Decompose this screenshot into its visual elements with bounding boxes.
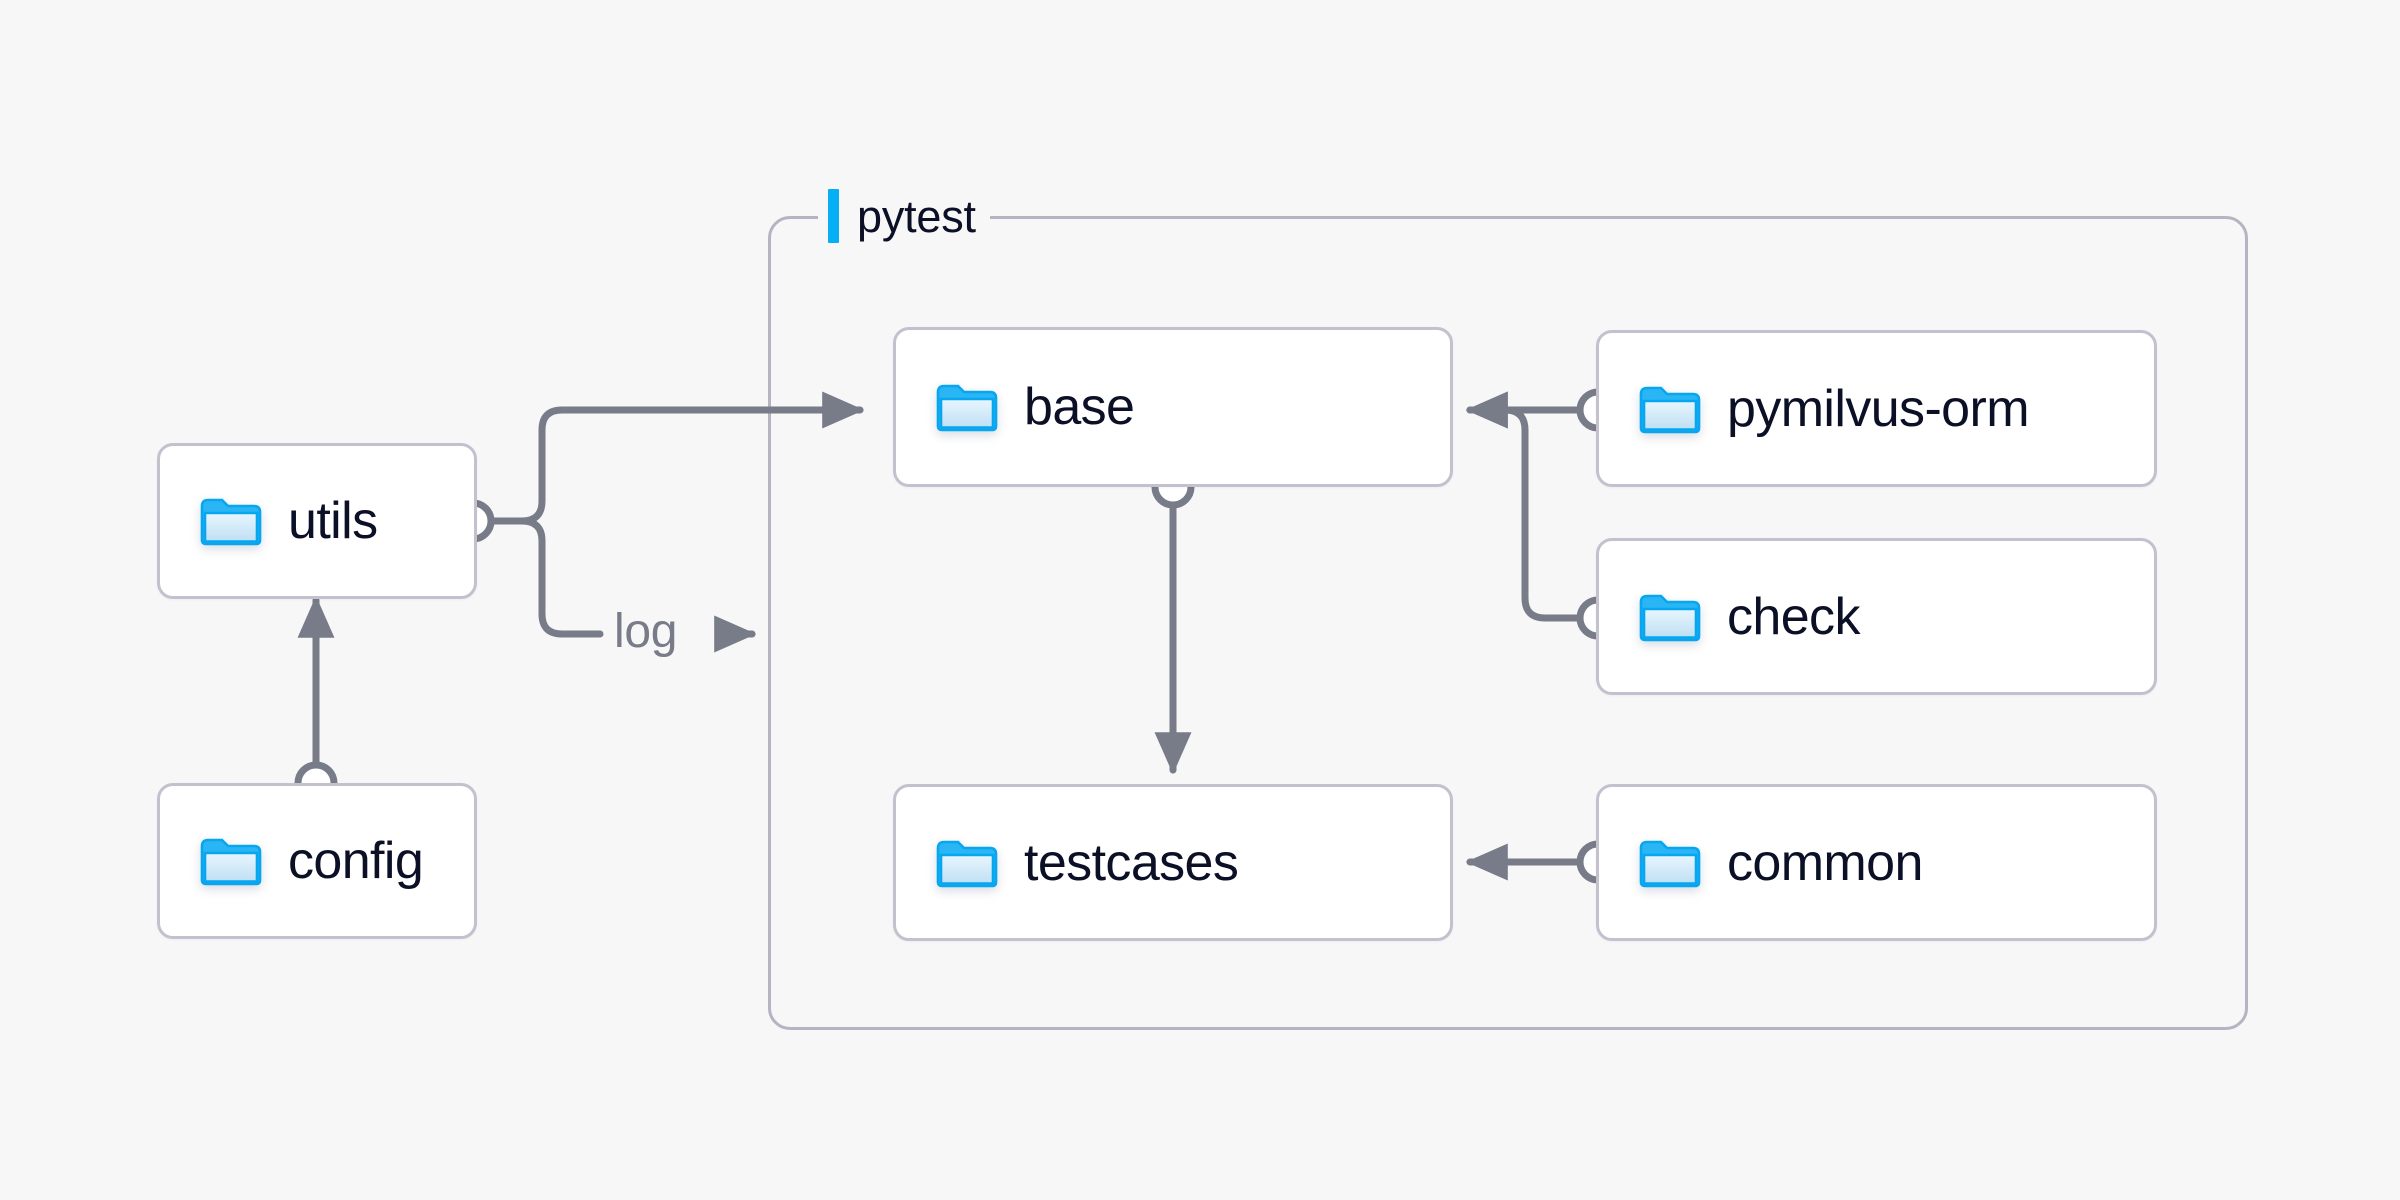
node-label: pymilvus-orm bbox=[1727, 379, 2030, 438]
group-container-pytest[interactable] bbox=[768, 216, 2248, 1030]
node-utils[interactable]: utils bbox=[157, 443, 477, 599]
node-label: base bbox=[1024, 378, 1135, 436]
group-label-pytest[interactable]: pytest bbox=[818, 187, 990, 245]
folder-icon bbox=[200, 838, 262, 886]
node-base-content: base bbox=[896, 378, 1135, 436]
group-label-text: pytest bbox=[857, 190, 976, 242]
node-testcases-content: testcases bbox=[896, 833, 1239, 892]
node-base[interactable]: base bbox=[893, 327, 1453, 487]
folder-icon bbox=[936, 840, 998, 887]
node-label: check bbox=[1727, 587, 1860, 646]
node-config[interactable]: config bbox=[157, 783, 477, 939]
node-testcases[interactable]: testcases bbox=[893, 784, 1453, 941]
folder-icon bbox=[1639, 840, 1701, 887]
node-utils-content: utils bbox=[160, 492, 378, 550]
node-common[interactable]: common bbox=[1596, 784, 2157, 941]
node-config-content: config bbox=[160, 832, 424, 890]
folder-icon bbox=[936, 384, 998, 432]
node-label: testcases bbox=[1024, 833, 1239, 892]
folder-icon bbox=[1639, 594, 1701, 641]
node-label: utils bbox=[288, 492, 378, 550]
edge-utils-log bbox=[491, 517, 604, 638]
node-pymilvus-orm[interactable]: pymilvus-orm bbox=[1596, 330, 2157, 487]
node-label: common bbox=[1727, 833, 1923, 892]
node-check[interactable]: check bbox=[1596, 538, 2157, 695]
folder-icon bbox=[1639, 386, 1701, 433]
folder-icon bbox=[200, 498, 262, 546]
node-pymilvus-orm-content: pymilvus-orm bbox=[1599, 379, 2030, 438]
node-check-content: check bbox=[1599, 591, 1860, 643]
node-label: config bbox=[288, 832, 424, 890]
accent-bar-icon bbox=[828, 189, 839, 243]
edge-label-log: log bbox=[604, 608, 688, 656]
node-common-content: common bbox=[1599, 837, 1923, 889]
